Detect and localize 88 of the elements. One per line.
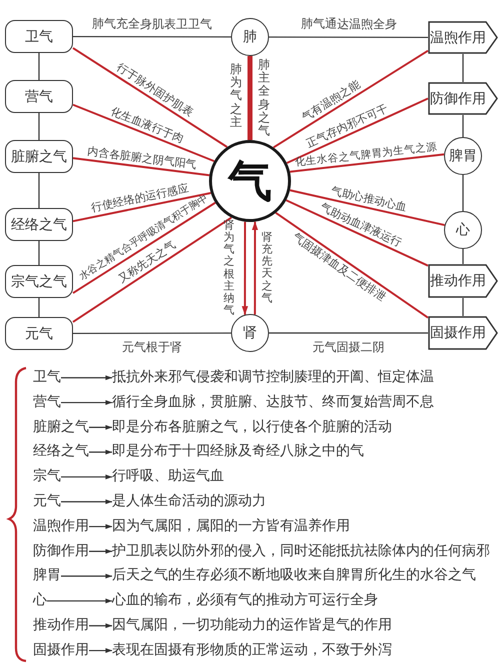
connector-line: [72, 216, 232, 323]
rounded-box: 元气: [5, 317, 73, 350]
connector-line: [73, 332, 231, 334]
arrow: [89, 648, 112, 653]
connector-line: [73, 36, 231, 38]
term-label: 宗气: [33, 468, 61, 486]
circle-node: 脾胃: [444, 137, 482, 175]
arrow: [89, 623, 112, 628]
connector-line: [72, 157, 210, 176]
connector-line: [286, 98, 428, 164]
connector-line: [38, 53, 40, 80]
arrow: [47, 598, 112, 604]
description-text: 心血的输布，必须有气的推动方可运行全身: [112, 592, 378, 610]
edge-label: 肺主全身之气: [258, 58, 270, 138]
side-label: 肺为气之主: [230, 63, 242, 129]
term-label: 心: [33, 592, 47, 610]
rounded-box: 脏腑之气: [5, 140, 73, 173]
arrow: [89, 524, 112, 529]
connector-line: [272, 50, 429, 148]
rounded-box: 卫气: [5, 20, 73, 53]
description-text: 后天之气的生存必须不断地吸收来自脾胃所化生的水谷之气: [112, 567, 476, 585]
term-label: 营气: [33, 394, 61, 412]
arrow: [61, 375, 112, 380]
term-label: 脾胃: [33, 567, 61, 585]
term-label: 推动作用: [33, 617, 89, 634]
arrow: [89, 450, 112, 455]
description-text: 表现在固摄有形物质的正常运动，不致于外泻: [112, 642, 392, 660]
arrow: [61, 474, 112, 480]
edge-label: 内含各脏腑之阴气阳气: [86, 144, 198, 172]
description-text: 抵抗外来邪气侵袭和调节控制腠理的开阖、恒定体温: [112, 369, 434, 386]
description-text: 护卫肌表以防外邪的侵入，同时还能抵抗祛除体内的任何病邪: [112, 542, 490, 560]
description-text: 即是分布各脏腑之气，以行使各个脏腑的活动: [112, 418, 392, 436]
connector-line: [290, 189, 445, 226]
term-label: 脏腑之气: [33, 418, 89, 436]
term-label: 卫气: [33, 369, 61, 386]
connector-line: [248, 56, 252, 140]
connector-line: [72, 202, 216, 294]
connector-line: [462, 54, 464, 82]
arrow: [61, 400, 112, 405]
connector-line: [462, 175, 464, 211]
pentagon-tag: 防御作用: [428, 82, 498, 115]
description-text: 即是分布于十四经脉及奇经八脉之中的气: [112, 443, 364, 461]
arrow: [242, 222, 248, 316]
arrow: [252, 221, 258, 315]
circle-node: 肺: [231, 18, 269, 56]
connector-line: [72, 192, 211, 222]
edge-label: 肺气通达温煦全身: [300, 16, 397, 32]
term-label: 防御作用: [33, 542, 89, 560]
arrow: [89, 548, 112, 554]
rounded-box: 营气: [5, 80, 73, 113]
circle-node: 心: [444, 211, 482, 249]
term-label: 固摄作用: [33, 642, 89, 660]
pentagon-tag: 推动作用: [428, 264, 498, 298]
connector-line: [290, 153, 444, 173]
description-text: 行呼吸、助运气血: [112, 468, 224, 486]
edge-label: 元气固摄二阴: [312, 340, 384, 354]
circle-node: 肾: [231, 314, 269, 352]
edge-label: 肺气充全身肌表卫卫气: [92, 16, 212, 32]
connector-line: [269, 332, 428, 334]
connector-line: [286, 199, 428, 267]
connector-line: [38, 241, 40, 265]
arrow: [89, 424, 112, 430]
description-text: 循行全身血脉，贯脏腑、达肢节、终而复始营周不息: [112, 394, 434, 412]
edge-label: 元气根于肾: [122, 340, 182, 354]
term-label: 元气: [33, 493, 61, 510]
connector-line: [462, 115, 464, 137]
rounded-box: 经络之气: [5, 208, 73, 241]
description-text: 是人体生命活动的源动力: [112, 493, 266, 510]
rounded-box: 宗气之气: [5, 265, 73, 298]
term-label: 经络之气: [33, 443, 89, 461]
pentagon-tag: 温煦作用: [428, 21, 498, 54]
arrow: [61, 574, 112, 579]
description-text: 因为气属阳，属阳的一方皆有温养作用: [112, 518, 350, 536]
connector-line: [462, 298, 464, 316]
edge-label: 肾充先天之气: [261, 232, 272, 304]
description-text: 因气属阳，一切功能动力的运作皆是气的作用: [112, 617, 392, 634]
connector-line: [462, 249, 464, 264]
connector-line: [38, 113, 40, 140]
connector-line: [72, 104, 215, 162]
pentagon-tag: 固摄作用: [428, 316, 498, 350]
connector-line: [269, 36, 428, 38]
arrow: [61, 499, 112, 504]
term-label: 温煦作用: [33, 518, 89, 536]
connector-line: [38, 298, 40, 317]
connector-line: [275, 212, 429, 319]
edge-label: 肾为气之根主纳气: [223, 220, 234, 317]
connector-line: [72, 47, 228, 148]
connector-line: [38, 173, 40, 208]
